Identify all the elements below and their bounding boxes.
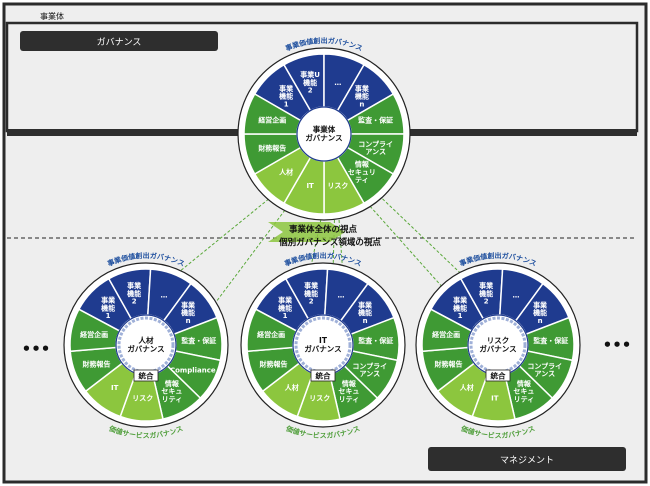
segment-label: 人材 — [285, 383, 299, 392]
segment-label: 情報セキュリティ — [513, 379, 534, 403]
ellipsis-left: ••• — [22, 340, 51, 358]
segment-label: コンプライアンス — [358, 139, 393, 156]
segment-label: 監査・保証 — [533, 336, 568, 345]
segment-label: IT — [111, 384, 119, 392]
management-label: マネジメント — [500, 455, 554, 466]
view-individual-label: 個別ガバナンス領域の視点 — [278, 237, 381, 248]
wheel-hub — [296, 106, 352, 162]
integrate-label: 統合 — [139, 371, 154, 381]
segment-label: … — [512, 292, 519, 300]
governance-label: ガバナンス — [97, 37, 142, 48]
wheel-center-label: 事業体ガバナンス — [305, 124, 342, 143]
segment-label: リスク — [309, 393, 330, 402]
segment-label: 経営企画 — [432, 330, 460, 339]
segment-label: … — [160, 292, 167, 300]
segment-label: 経営企画 — [80, 330, 108, 339]
segment-label: 監査・保証 — [358, 116, 393, 125]
segment-label: 監査・保証 — [358, 336, 393, 345]
segment-label: 財務報告 — [257, 143, 286, 152]
frame-title: 事業体 — [40, 11, 64, 21]
segment-label: 経営企画 — [258, 116, 286, 125]
segment-label: Compliance — [170, 366, 216, 374]
view-arrow — [268, 222, 345, 242]
segment-label: 情報セキュリティ — [161, 379, 182, 403]
segment-label: … — [334, 79, 341, 87]
integrate-label: 統合 — [316, 371, 331, 381]
wheel-center-label: 人材ガバナンス — [127, 335, 164, 354]
integrate-tab — [310, 369, 336, 382]
integrate-tab — [485, 369, 511, 382]
segment-label: 情報セキュリティ — [348, 160, 376, 184]
wheel-center-label: リスクガバナンス — [479, 335, 516, 354]
segment-label: IT — [306, 182, 314, 190]
connector-line — [119, 179, 293, 321]
segment-label: 経営企画 — [257, 330, 285, 339]
integrate-tab — [133, 369, 159, 382]
management-label-box — [428, 447, 626, 471]
segment-label: 情報セキュリティ — [338, 379, 359, 403]
segment-label: リスク — [132, 393, 153, 402]
connector-line — [337, 204, 347, 319]
segment-label: 財務報告 — [259, 360, 288, 369]
segment-label: 財務報告 — [434, 360, 463, 369]
segment-label: コンプライアンス — [352, 361, 387, 378]
segment-label: … — [337, 292, 344, 300]
segment-label: 財務報告 — [82, 360, 111, 369]
segment-label: コンプライアンス — [527, 361, 562, 378]
segment-label: 人材 — [460, 383, 474, 392]
governance-label-box — [20, 31, 218, 51]
segment-label: リスク — [327, 181, 348, 190]
segment-label: 人材 — [279, 167, 293, 176]
integrate-label: 統合 — [491, 371, 506, 381]
segment-label: IT — [491, 394, 499, 402]
view-whole-label: 事業体全体の視点 — [289, 224, 358, 235]
ellipsis-right: ••• — [603, 336, 632, 354]
segment-label: 監査・保証 — [181, 336, 216, 345]
